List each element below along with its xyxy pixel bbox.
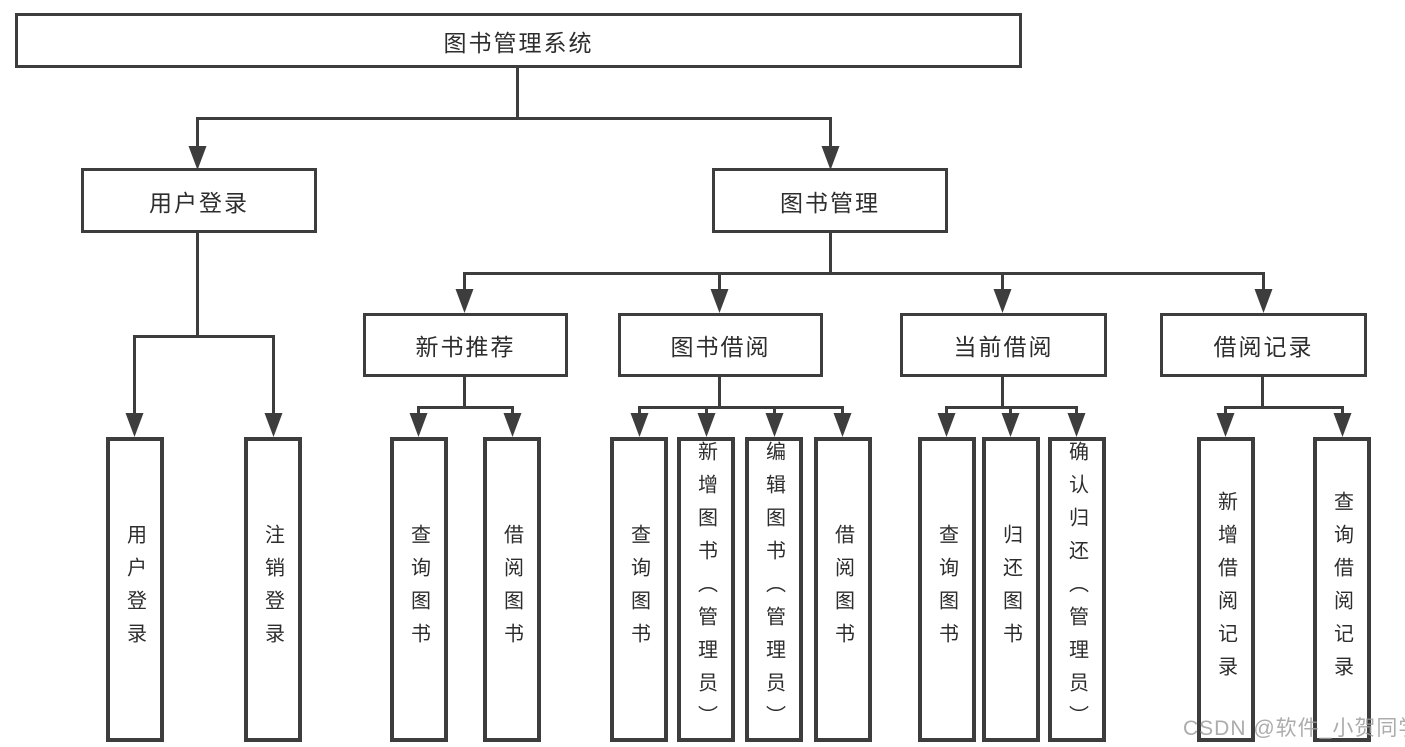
arrow-down-icon — [409, 413, 428, 437]
leaf-confirm-return-admin: 确认归还（管理员） — [1048, 437, 1106, 742]
leaf-borrow-books-newbook: 借阅图书 — [483, 437, 541, 742]
arrow-down-icon — [821, 146, 840, 170]
watermark: CSDN @软件_小贺同学 — [1183, 717, 1405, 740]
leaf-logout-label: 注销登录 — [261, 523, 284, 656]
leaf-query-borrow-record-label: 查询借阅记录 — [1330, 490, 1353, 689]
node-library-system: 图书管理系统 — [15, 13, 1022, 68]
leaf-edit-book-admin-label: 编辑图书（管理员） — [762, 441, 785, 738]
leaf-logout: 注销登录 — [244, 437, 302, 742]
arrow-down-icon — [503, 413, 522, 437]
node-book-management-label: 图书管理 — [780, 189, 880, 216]
arrow-down-icon — [1067, 413, 1086, 437]
leaf-borrow-books-newbook-label: 借阅图书 — [500, 523, 523, 656]
leaf-add-book-admin-label: 新增图书（管理员） — [694, 441, 717, 738]
leaf-query-books-current-label: 查询图书 — [935, 523, 958, 656]
leaf-query-books-newbook-label: 查询图书 — [407, 523, 430, 656]
leaf-return-book-label: 归还图书 — [999, 523, 1022, 656]
leaf-add-book-admin: 新增图书（管理员） — [677, 437, 735, 742]
arrow-down-icon — [1254, 289, 1273, 313]
leaf-confirm-return-admin-label: 确认归还（管理员） — [1065, 441, 1088, 738]
node-library-system-label: 图书管理系统 — [443, 29, 594, 56]
arrow-down-icon — [697, 413, 716, 437]
arrow-down-icon — [455, 289, 474, 313]
arrow-down-icon — [264, 413, 283, 437]
node-user-login: 用户登录 — [81, 168, 317, 233]
leaf-user-login: 用户登录 — [106, 437, 164, 742]
leaf-query-borrow-record: 查询借阅记录 — [1313, 437, 1371, 742]
arrow-down-icon — [630, 413, 649, 437]
leaf-return-book: 归还图书 — [982, 437, 1040, 742]
leaf-add-borrow-record: 新增借阅记录 — [1197, 437, 1255, 742]
arrow-down-icon — [1216, 413, 1235, 437]
node-user-login-label: 用户登录 — [149, 189, 249, 216]
arrow-down-icon — [1333, 413, 1352, 437]
leaf-add-borrow-record-label: 新增借阅记录 — [1214, 490, 1237, 689]
node-current-borrow-label: 当前借阅 — [953, 334, 1054, 360]
leaf-user-login-label: 用户登录 — [123, 523, 146, 656]
arrow-down-icon — [710, 289, 729, 313]
arrow-down-icon — [833, 413, 852, 437]
leaf-borrow-books: 借阅图书 — [814, 437, 872, 742]
leaf-query-books-borrow: 查询图书 — [610, 437, 668, 742]
node-new-book-recommend-label: 新书推荐 — [415, 334, 516, 360]
leaf-query-books-borrow-label: 查询图书 — [627, 523, 650, 656]
arrow-down-icon — [125, 413, 144, 437]
arrow-down-icon — [1001, 413, 1020, 437]
node-book-borrow-label: 图书借阅 — [670, 334, 771, 360]
arrow-down-icon — [937, 413, 956, 437]
arrow-down-icon — [765, 413, 784, 437]
leaf-query-books-current: 查询图书 — [918, 437, 976, 742]
node-book-borrow: 图书借阅 — [618, 313, 823, 377]
leaf-borrow-books-label: 借阅图书 — [831, 523, 854, 656]
arrow-down-icon — [188, 146, 207, 170]
leaf-query-books-newbook: 查询图书 — [390, 437, 448, 742]
node-borrow-records: 借阅记录 — [1160, 313, 1367, 377]
node-new-book-recommend: 新书推荐 — [363, 313, 568, 377]
arrow-down-icon — [993, 289, 1012, 313]
arrow-down-icons — [125, 146, 1352, 437]
node-borrow-records-label: 借阅记录 — [1213, 334, 1314, 360]
leaf-edit-book-admin: 编辑图书（管理员） — [745, 437, 803, 742]
node-current-borrow: 当前借阅 — [900, 313, 1107, 377]
node-book-management: 图书管理 — [712, 168, 948, 233]
